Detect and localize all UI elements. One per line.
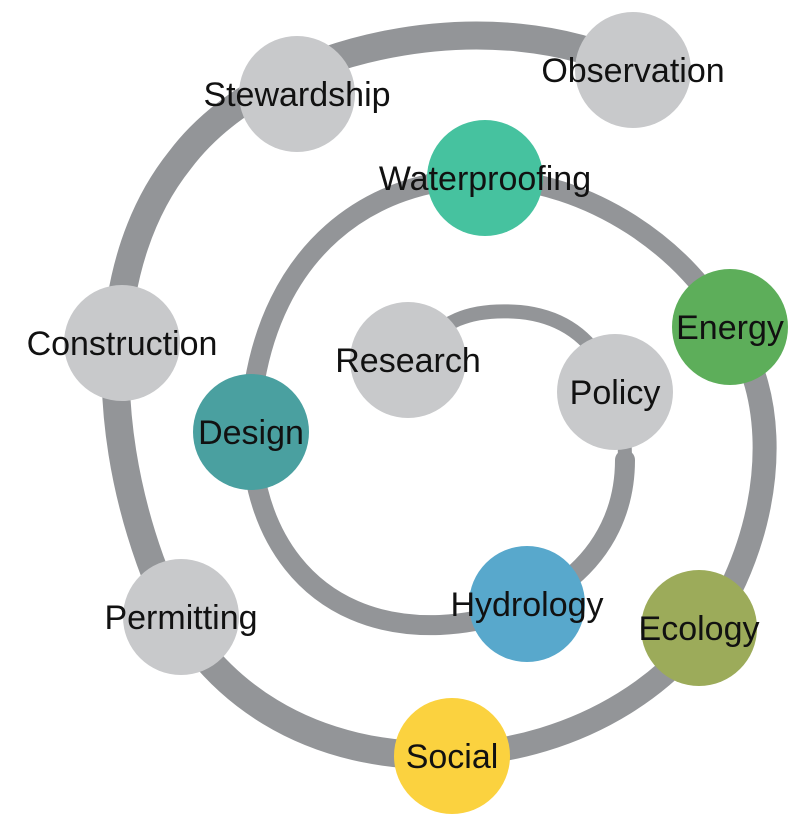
node-hydrology: Hydrology [450,546,604,662]
node-waterproofing-circle [427,120,543,236]
node-ecology-label: Ecology [639,610,760,648]
node-research-circle [350,302,466,418]
node-stewardship-label: Stewardship [203,76,390,114]
node-policy: Policy [557,334,673,450]
node-construction-label: Construction [27,325,218,363]
node-design-label: Design [198,414,304,452]
node-waterproofing-label: Waterproofing [379,160,591,198]
node-design-circle [193,374,309,490]
node-energy-circle [672,269,788,385]
node-observation-circle [575,12,691,128]
node-construction-circle [64,285,180,401]
node-stewardship-circle [239,36,355,152]
node-waterproofing: Waterproofing [379,120,591,236]
node-permitting-circle [123,559,239,675]
node-policy-circle [557,334,673,450]
node-social-label: Social [406,738,499,776]
node-observation: Observation [541,12,725,128]
node-design: Design [193,374,309,490]
node-research: Research [335,302,481,418]
node-hydrology-circle [469,546,585,662]
node-energy-label: Energy [676,309,784,347]
node-social-circle [394,698,510,814]
node-policy-label: Policy [570,374,661,412]
node-observation-label: Observation [541,52,724,90]
node-construction: Construction [27,285,218,401]
node-energy: Energy [672,269,788,385]
node-permitting: Permitting [104,559,258,675]
node-permitting-label: Permitting [104,599,257,637]
node-hydrology-label: Hydrology [450,586,603,624]
node-ecology-circle [641,570,757,686]
node-stewardship: Stewardship [203,36,391,152]
node-research-label: Research [335,342,481,380]
node-social: Social [394,698,510,814]
node-ecology: Ecology [639,570,760,686]
